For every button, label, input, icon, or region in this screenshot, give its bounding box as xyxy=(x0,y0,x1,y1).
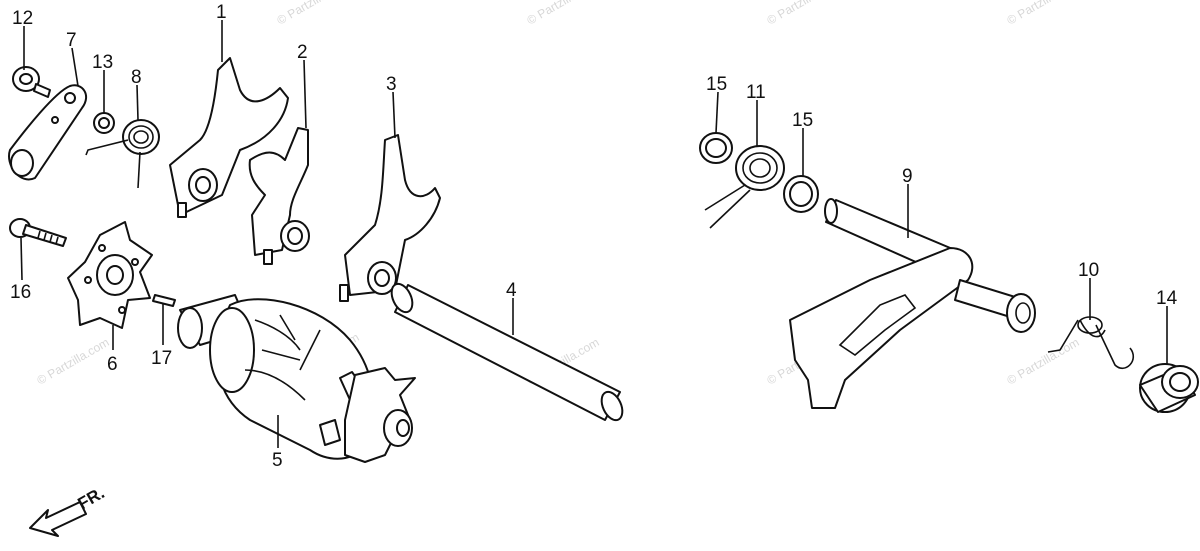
callout-3: 3 xyxy=(386,74,397,95)
part-1-shift-fork xyxy=(169,57,289,218)
part-14-oil-seal xyxy=(1139,363,1199,413)
callout-17: 17 xyxy=(151,348,172,369)
part-4-shift-fork-shaft xyxy=(390,282,624,422)
part-5-shift-drum xyxy=(177,294,416,463)
leader-lines xyxy=(20,20,1168,448)
callout-2: 2 xyxy=(297,42,308,63)
callout-9: 9 xyxy=(902,166,913,187)
part-6-star-plate xyxy=(67,221,153,329)
callout-16: 16 xyxy=(10,282,31,303)
callout-5: 5 xyxy=(272,450,283,471)
part-9-gearshift-spindle xyxy=(789,198,1036,409)
part-15-circlip xyxy=(783,175,819,213)
callout-6: 6 xyxy=(107,354,118,375)
callout-10: 10 xyxy=(1078,260,1099,281)
part-11-spring xyxy=(704,145,785,229)
arrow-icon xyxy=(29,501,87,537)
watermark: © Partzilla.com xyxy=(275,0,352,28)
callout-15: 15 xyxy=(792,110,813,131)
part-2-shift-fork xyxy=(248,127,310,265)
part-7-stopper-arm xyxy=(8,84,88,181)
callout-4: 4 xyxy=(506,280,517,301)
watermark: © Partzilla.com xyxy=(1005,335,1082,388)
part-16-bolt xyxy=(9,218,67,247)
watermark: © Partzilla.com xyxy=(1005,0,1082,28)
callout-7: 7 xyxy=(66,30,77,51)
callout-14: 14 xyxy=(1156,288,1178,309)
callout-15: 15 xyxy=(706,74,727,95)
part-3-shift-fork xyxy=(339,134,441,302)
part-13-washer xyxy=(93,112,115,134)
watermark: © Partzilla.com xyxy=(765,0,842,28)
callout-1: 1 xyxy=(216,2,227,23)
callout-13: 13 xyxy=(92,52,113,73)
front-direction-marker: FR. xyxy=(29,483,108,537)
watermark: © Partzilla.com xyxy=(525,0,602,28)
part-17-dowel-pin xyxy=(152,294,176,307)
callout-8: 8 xyxy=(131,67,142,88)
part-12-bolt xyxy=(12,66,51,98)
part-15-circlip xyxy=(699,132,733,164)
callout-12: 12 xyxy=(12,8,33,29)
callout-11: 11 xyxy=(746,82,766,103)
part-8-spring xyxy=(85,119,160,189)
watermark: © Partzilla.com xyxy=(35,335,112,388)
callout-labels: 12 7 13 8 1 2 3 4 5 6 17 16 15 11 15 9 1… xyxy=(10,2,1178,471)
